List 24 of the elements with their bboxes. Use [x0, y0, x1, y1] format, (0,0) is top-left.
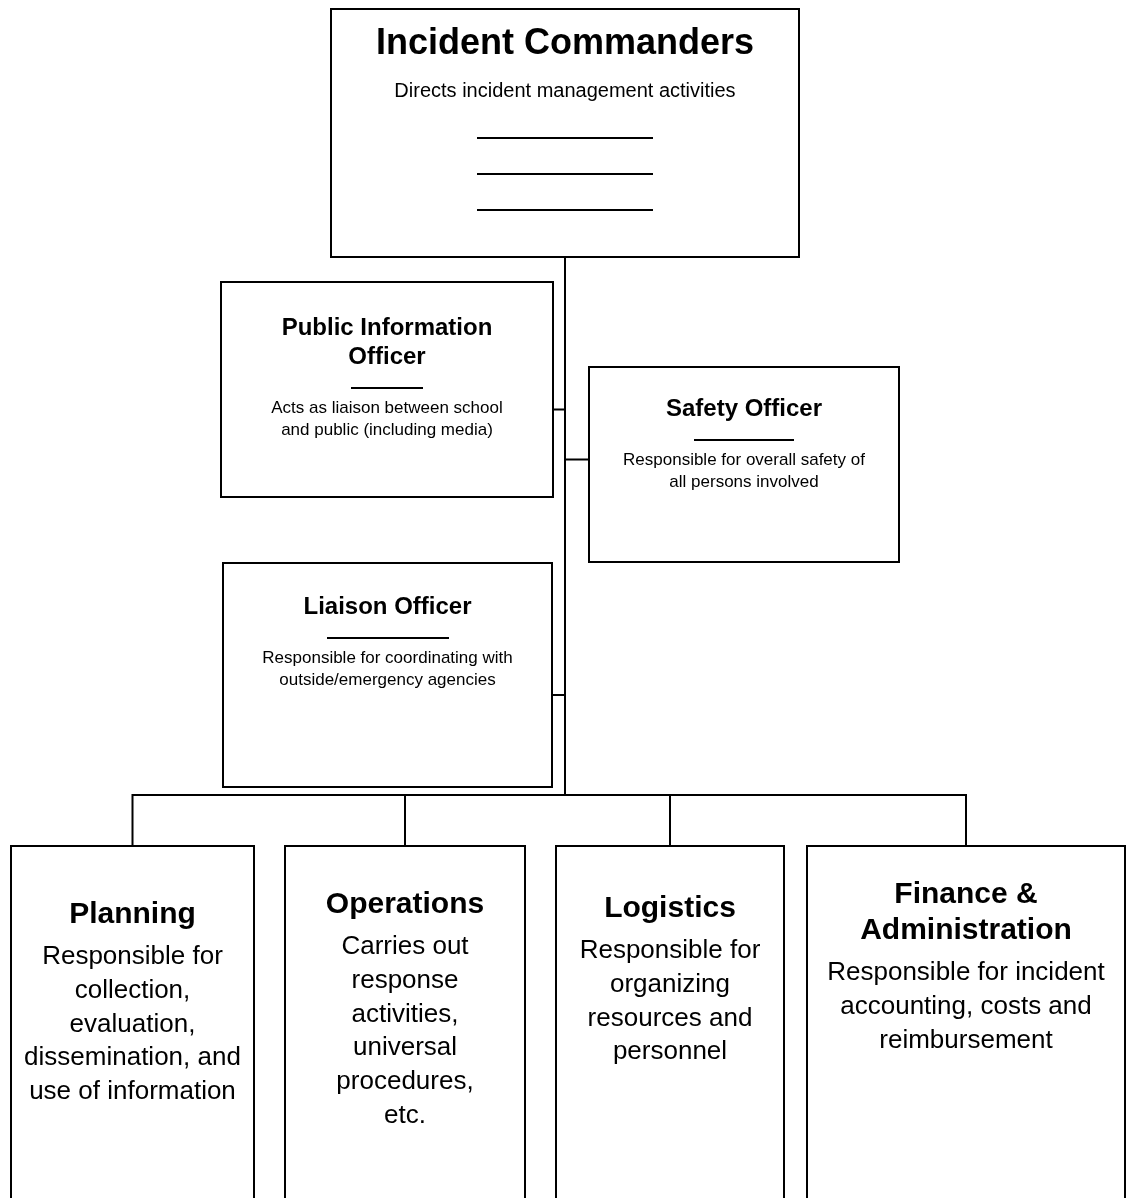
node-description: Carries out response activities, universal procedures, etc. [335, 929, 475, 1131]
node-description: Responsible for organizing resources and personnel [578, 933, 762, 1068]
section-box [10, 845, 255, 1198]
node-description: Responsible for collection, evaluation, dissemination, and use of information [23, 939, 242, 1108]
node-title: Logistics [604, 889, 736, 925]
node-description: Responsible for incident accounting, costs and reimbursement [826, 955, 1106, 1056]
section-box [806, 845, 1126, 1198]
officer-box [220, 281, 554, 498]
officer-box [222, 562, 553, 788]
section-box [284, 845, 526, 1198]
node-title: Public Information Officer [280, 313, 494, 371]
node-title: Operations [325, 885, 485, 921]
node-title: Safety Officer [665, 394, 823, 423]
node-description: Responsible for overall safety of all persons involved [622, 448, 866, 493]
node-description: Responsible for coordinating with outside/emergency agencies [261, 646, 514, 691]
node-title: Incident Commanders [375, 20, 755, 64]
section-box [555, 845, 785, 1198]
node-title: Liaison Officer [303, 592, 472, 621]
node-title: Finance & Administration [859, 875, 1073, 947]
node-description: Directs incident management activities [394, 78, 736, 104]
node-description: Acts as liaison between school and public (including media) [270, 396, 504, 441]
node-title: Planning [69, 895, 196, 931]
officer-box [588, 366, 900, 563]
commander-box [330, 8, 800, 258]
